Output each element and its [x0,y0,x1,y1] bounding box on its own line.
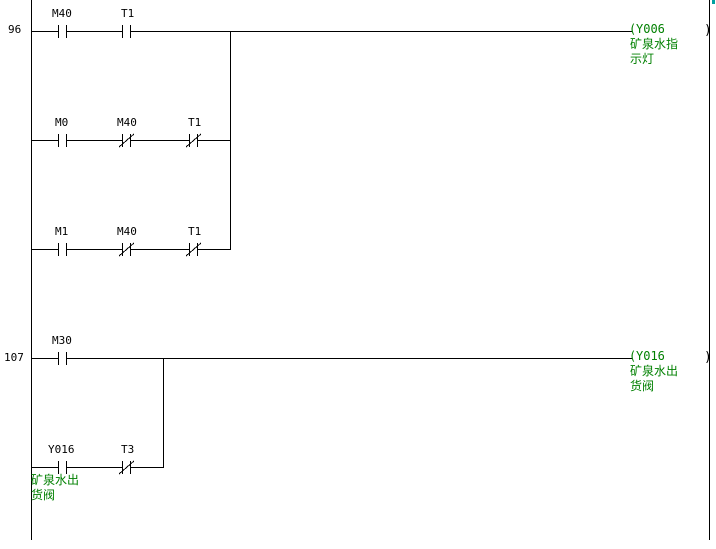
contact-m40-no[interactable]: M40 [52,7,72,38]
step-number: 96 [8,23,21,36]
coil-comment: 货阀 [630,378,654,393]
contact-label: M40 [52,7,72,20]
coil-label: Y016 [636,349,665,363]
coil-y006[interactable]: ( Y006 ) 矿泉水指 示灯 [629,22,712,66]
contact-label: M1 [55,225,68,238]
branch-row: M1 M40 T1 [31,225,230,257]
contact-label: M40 [117,225,137,238]
branch-row: M30 [31,334,632,365]
coil-comment: 矿泉水出 [630,364,678,378]
coil-open-paren: ( [629,349,636,363]
rung-107[interactable]: 107 M30 Y016 矿泉水出 货阀 [4,334,712,502]
coil-close-paren: ) [704,23,712,38]
contact-m0-no[interactable]: M0 [55,116,68,147]
contact-t1-no[interactable]: T1 [121,7,134,38]
coil-y016[interactable]: ( Y016 ) 矿泉水出 货阀 [629,349,712,393]
contact-m40-nc[interactable]: M40 [117,116,137,148]
contact-m30-no[interactable]: M30 [52,334,72,365]
contact-label: M40 [117,116,137,129]
contact-label: M30 [52,334,72,347]
coil-close-paren: ) [704,350,712,365]
contact-label: T1 [188,225,201,238]
branch-row: Y016 矿泉水出 货阀 T3 [31,443,163,502]
contact-m1-no[interactable]: M1 [55,225,68,256]
contact-t1-nc[interactable]: T1 [185,116,202,148]
contact-t3-nc[interactable]: T3 [118,443,135,475]
coil-comment: 示灯 [630,52,654,66]
contact-label: T1 [121,7,134,20]
edge-marker [712,0,715,4]
contact-y016-no[interactable]: Y016 矿泉水出 货阀 [31,443,79,502]
contact-comment: 货阀 [31,487,55,502]
contact-label: T1 [188,116,201,129]
rung-96[interactable]: 96 M40 T1 M0 [8,7,712,257]
coil-comment: 矿泉水指 [630,36,678,51]
contact-comment: 矿泉水出 [31,473,79,487]
coil-open-paren: ( [629,22,636,36]
contact-m40-nc[interactable]: M40 [117,225,137,257]
step-number: 107 [4,351,24,364]
contact-label: M0 [55,116,68,129]
branch-row: M40 T1 [31,7,632,38]
contact-t1-nc[interactable]: T1 [185,225,202,257]
contact-label: T3 [121,443,134,456]
branch-row: M0 M40 T1 [31,116,230,148]
coil-label: Y006 [636,22,665,36]
contact-label: Y016 [48,443,75,456]
